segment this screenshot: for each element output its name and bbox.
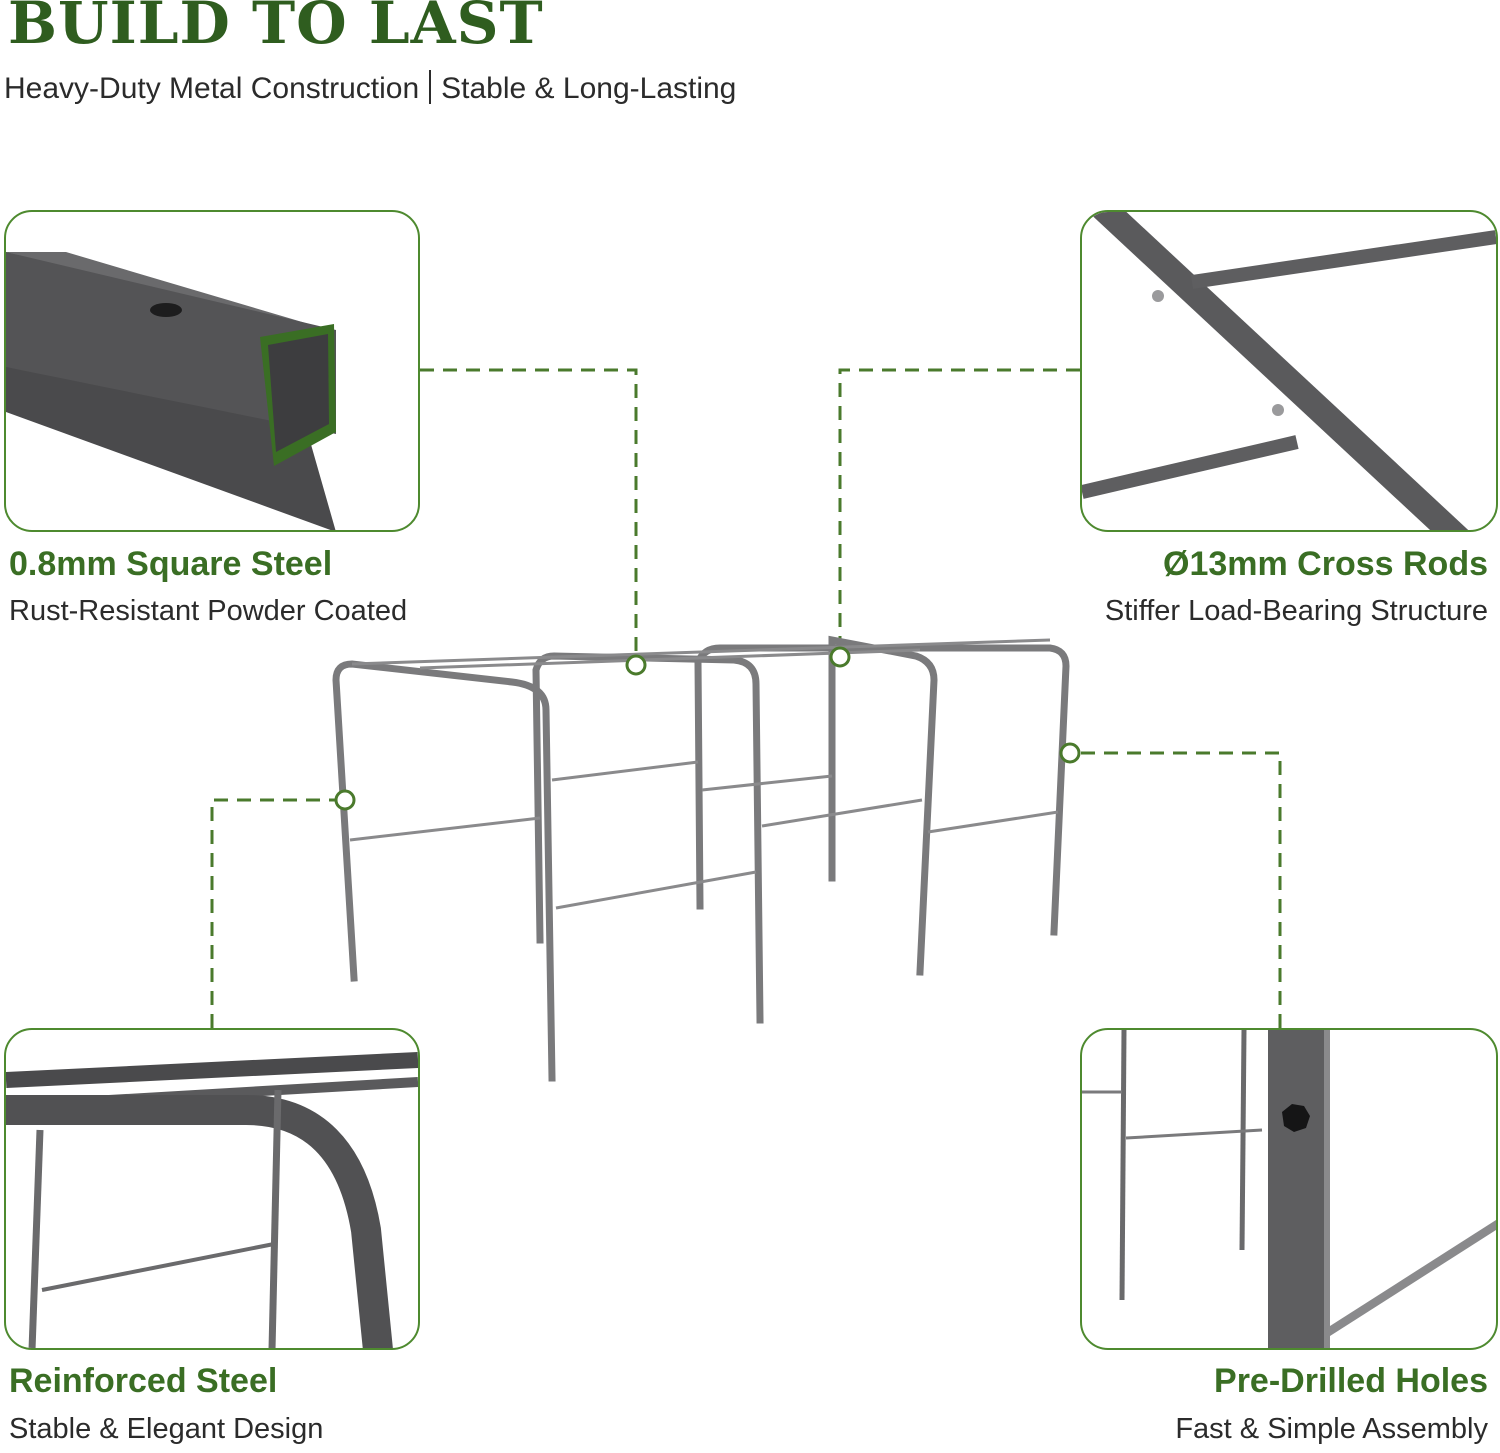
connector-lines bbox=[210, 368, 1282, 1028]
feature-subtitle-reinforced-steel: Stable & Elegant Design bbox=[9, 1413, 324, 1445]
feature-subtitle-square-steel: Rust-Resistant Powder Coated bbox=[9, 595, 408, 627]
subtitle-divider bbox=[429, 70, 432, 104]
cross-rods-card bbox=[1080, 210, 1498, 532]
subtitle-left: Heavy-Duty Metal Construction bbox=[4, 72, 420, 105]
feature-subtitle-pre-drilled-holes: Fast & Simple Assembly bbox=[1175, 1413, 1488, 1445]
feature-title-reinforced-steel: Reinforced Steel bbox=[9, 1362, 278, 1400]
reinforced-steel-image bbox=[6, 1052, 418, 1348]
feature-subtitle-cross-rods: Stiffer Load-Bearing Structure bbox=[1104, 595, 1488, 627]
pre-drilled-holes-image bbox=[1082, 1030, 1496, 1348]
connector-dots bbox=[334, 646, 1081, 811]
pre-drilled-holes-card bbox=[1080, 1028, 1498, 1350]
cross-rods-image bbox=[1082, 212, 1496, 530]
page-subtitle: Heavy-Duty Metal Construction Stable & Lo… bbox=[4, 70, 736, 106]
feature-title-cross-rods: Ø13mm Cross Rods bbox=[1163, 545, 1488, 583]
frame-rails bbox=[349, 638, 1059, 910]
feature-title-square-steel: 0.8mm Square Steel bbox=[9, 545, 333, 583]
page-title: BUILD TO LAST bbox=[8, 0, 544, 57]
subtitle-right: Stable & Long-Lasting bbox=[441, 72, 737, 105]
feature-title-pre-drilled-holes: Pre-Drilled Holes bbox=[1214, 1362, 1488, 1400]
square-steel-image bbox=[6, 252, 336, 530]
square-steel-card bbox=[4, 210, 420, 532]
reinforced-steel-card bbox=[4, 1028, 420, 1350]
frame-arches bbox=[332, 635, 1070, 1082]
